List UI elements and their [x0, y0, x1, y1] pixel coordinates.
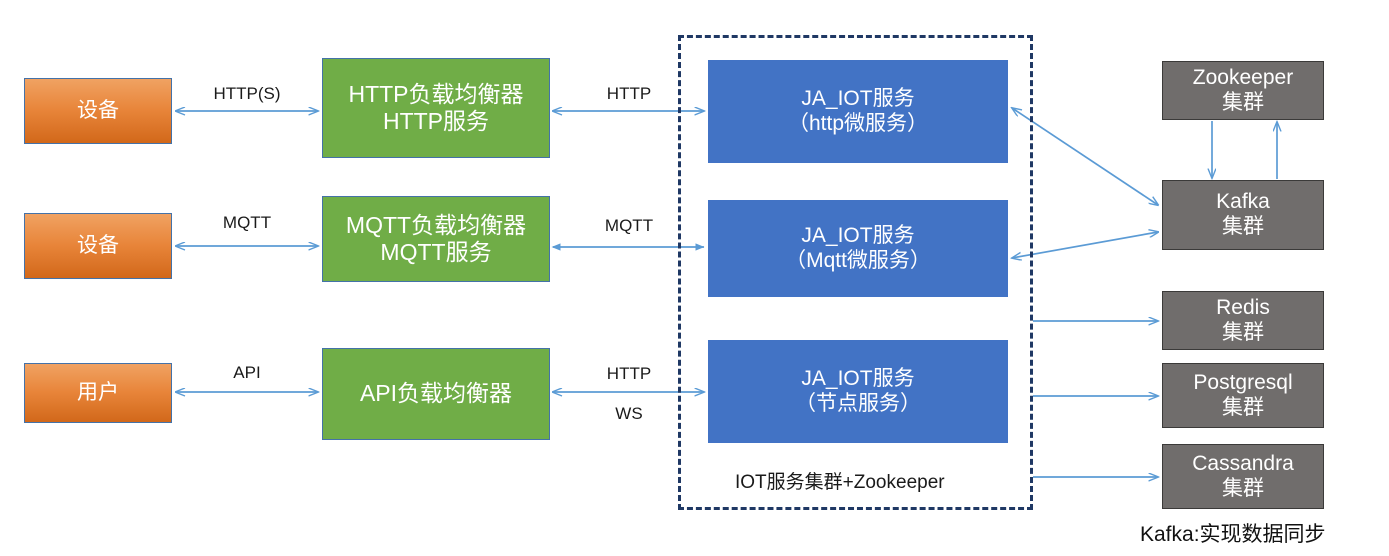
iot-service-cluster-boundary	[678, 35, 1033, 510]
kafka-footnote: Kafka:实现数据同步	[1140, 523, 1326, 546]
node-api-load-balancer[interactable]: API负载均衡器	[322, 348, 550, 440]
edge-label-mqtt-client: MQTT	[222, 213, 272, 232]
node-cassandra-cluster[interactable]: Cassandra 集群	[1162, 444, 1324, 509]
edge-label-api-http: HTTP	[606, 364, 652, 383]
node-postgresql-cluster[interactable]: Postgresql 集群	[1162, 363, 1324, 428]
cluster-caption: IOT服务集群+Zookeeper	[735, 472, 945, 493]
node-http-load-balancer[interactable]: HTTP负载均衡器 HTTP服务	[322, 58, 550, 158]
node-redis-cluster[interactable]: Redis 集群	[1162, 291, 1324, 350]
node-kafka-cluster[interactable]: Kafka 集群	[1162, 180, 1324, 250]
node-ja-iot-http-service[interactable]: JA_IOT服务 （http微服务）	[708, 60, 1008, 163]
node-ja-iot-mqtt-service[interactable]: JA_IOT服务 （Mqtt微服务）	[708, 200, 1008, 297]
node-device-mqtt[interactable]: 设备	[24, 213, 172, 279]
node-ja-iot-node-service[interactable]: JA_IOT服务 （节点服务）	[708, 340, 1008, 443]
edge-label-mqtt-service: MQTT	[604, 216, 654, 235]
node-mqtt-load-balancer[interactable]: MQTT负载均衡器 MQTT服务	[322, 196, 550, 282]
edge-label-api-ws: WS	[615, 404, 643, 423]
edge-label-http-service: HTTP	[606, 84, 652, 103]
edge-label-api: API	[233, 363, 261, 382]
node-user-api[interactable]: 用户	[24, 363, 172, 423]
edge-label-http-s: HTTP(S)	[213, 84, 281, 103]
node-device-http[interactable]: 设备	[24, 78, 172, 144]
node-zookeeper-cluster[interactable]: Zookeeper 集群	[1162, 61, 1324, 120]
